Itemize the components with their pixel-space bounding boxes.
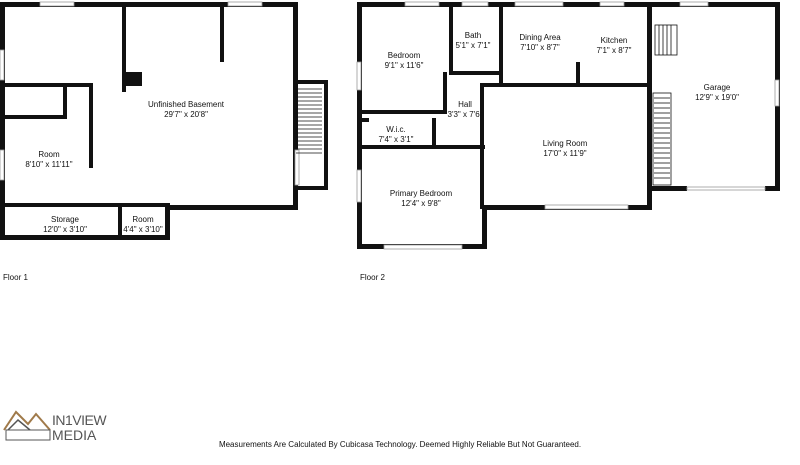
logo-text-bottom: MEDIA bbox=[52, 427, 97, 443]
wall bbox=[0, 235, 170, 240]
wall bbox=[89, 83, 93, 168]
stairs bbox=[652, 92, 672, 186]
wall bbox=[480, 83, 650, 87]
room-name: Unfinished Basement bbox=[148, 100, 225, 109]
wall bbox=[647, 2, 780, 7]
room-dims: 29'7" x 20'8" bbox=[164, 110, 208, 119]
wall bbox=[324, 80, 328, 190]
wall bbox=[357, 2, 362, 249]
window bbox=[0, 49, 5, 81]
room-dims: 7'10" x 8'7" bbox=[520, 43, 560, 52]
room-name: Room bbox=[38, 150, 60, 159]
floor-2-plan: Bedroom 9'1" x 11'6" Bath 5'1" x 7'1" Di… bbox=[356, 1, 780, 282]
room-name: Bath bbox=[465, 31, 481, 40]
room-dims: 12'0" x 3'10" bbox=[43, 225, 87, 234]
wall bbox=[293, 186, 328, 190]
room-name: Storage bbox=[51, 215, 80, 224]
room-dims: 3'3" x 7'6" bbox=[448, 110, 483, 119]
room-name: Living Room bbox=[543, 139, 588, 148]
disclaimer-text: Measurements Are Calculated By Cubicasa … bbox=[218, 440, 582, 449]
wall bbox=[647, 2, 652, 210]
wall bbox=[482, 205, 487, 249]
room-dims: 7'4" x 3'1" bbox=[379, 135, 414, 144]
wall bbox=[0, 2, 298, 7]
wall bbox=[3, 203, 170, 207]
room-dims: 9'1" x 11'6" bbox=[385, 61, 424, 70]
room-dims: 12'4" x 9'8" bbox=[401, 199, 441, 208]
room-name: W.i.c. bbox=[386, 125, 406, 134]
window bbox=[461, 1, 489, 7]
wall bbox=[357, 110, 447, 114]
window bbox=[544, 204, 629, 210]
room-dims: 17'0" x 11'9" bbox=[543, 149, 586, 158]
stairs bbox=[296, 88, 322, 154]
wall bbox=[443, 72, 447, 114]
window bbox=[39, 1, 75, 7]
wall bbox=[357, 118, 369, 122]
room-dims: 7'1" x 8'7" bbox=[597, 46, 632, 55]
entry-steps bbox=[654, 24, 678, 56]
floor-label: Floor 1 bbox=[3, 273, 28, 282]
wall bbox=[165, 205, 298, 210]
wall bbox=[357, 2, 652, 7]
wall bbox=[499, 2, 503, 85]
garage-door bbox=[686, 186, 766, 191]
room-name: Hall bbox=[458, 100, 472, 109]
room-name: Dining Area bbox=[519, 33, 561, 42]
room-name: Room bbox=[132, 215, 154, 224]
wall bbox=[3, 83, 93, 87]
room-dims: 5'1" x 7'1" bbox=[456, 41, 491, 50]
wall bbox=[0, 2, 5, 240]
wall bbox=[63, 83, 67, 118]
house-icon: IN1VIEW MEDIA bbox=[3, 410, 108, 443]
wall bbox=[765, 186, 780, 191]
room-dims: 8'10" x 11'11" bbox=[25, 160, 72, 169]
window bbox=[599, 1, 625, 7]
wall bbox=[122, 2, 126, 92]
wall bbox=[293, 2, 298, 210]
floor-label: Floor 2 bbox=[360, 273, 385, 282]
wall bbox=[449, 71, 502, 75]
window bbox=[404, 1, 440, 7]
window bbox=[514, 1, 564, 7]
window bbox=[0, 149, 5, 181]
wall bbox=[647, 186, 687, 191]
wall bbox=[293, 80, 328, 84]
chimney bbox=[124, 72, 142, 86]
wall bbox=[432, 118, 436, 149]
window bbox=[679, 1, 709, 7]
window bbox=[356, 61, 362, 91]
window bbox=[356, 169, 362, 203]
room-name: Kitchen bbox=[601, 36, 628, 45]
room-name: Bedroom bbox=[388, 51, 421, 60]
brand-logo: IN1VIEW MEDIA bbox=[2, 404, 122, 444]
wall bbox=[576, 62, 580, 87]
room-dims: 4'4" x 3'10" bbox=[123, 225, 163, 234]
wall bbox=[118, 203, 122, 238]
wall bbox=[3, 115, 67, 119]
window bbox=[383, 244, 463, 250]
window bbox=[227, 1, 263, 7]
wall bbox=[165, 205, 170, 240]
floor-1-plan: Unfinished Basement 29'7" x 20'8" Room 8… bbox=[0, 1, 328, 282]
window bbox=[294, 149, 300, 186]
room-name: Garage bbox=[704, 83, 731, 92]
room-dims: 12'9" x 19'0" bbox=[695, 93, 739, 102]
room-name: Primary Bedroom bbox=[390, 189, 453, 198]
wall bbox=[220, 2, 224, 62]
wall bbox=[360, 145, 485, 149]
window bbox=[774, 79, 780, 107]
logo-text-top: IN1VIEW bbox=[52, 412, 107, 428]
wall bbox=[449, 2, 453, 75]
